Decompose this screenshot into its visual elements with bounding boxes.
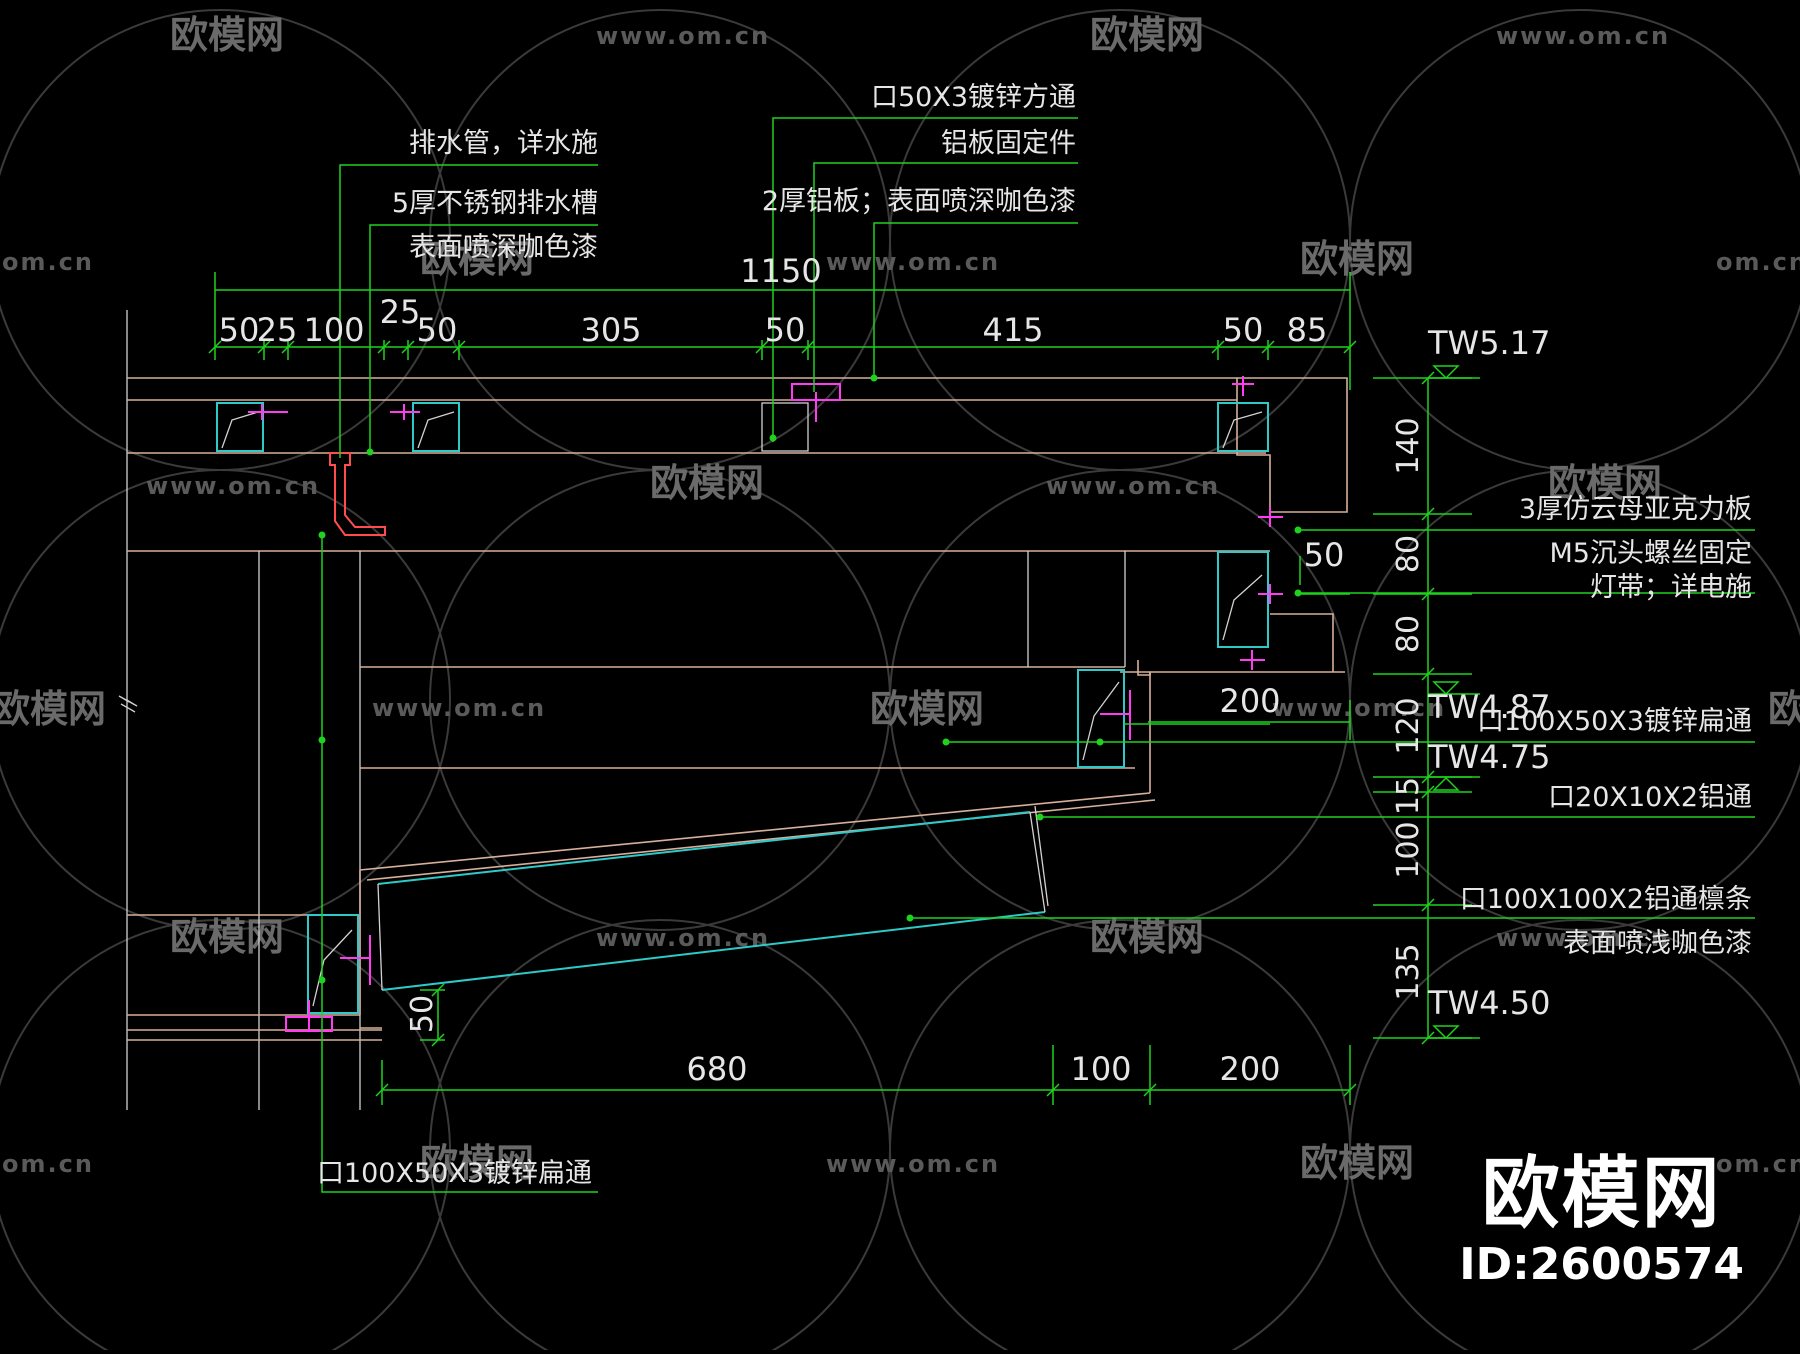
- level-1: TW5.17: [1427, 324, 1550, 362]
- level-texts: TW5.17 TW4.87 TW4.75 TW4.50: [1427, 324, 1550, 1022]
- leader-lines: [321, 117, 1755, 1193]
- watermark-brand: 欧模网: [420, 1141, 534, 1185]
- level-2: TW4.87: [1427, 688, 1550, 726]
- label-galv-flat-bottom: 口100X50X3镀锌扁通: [317, 1158, 592, 1189]
- dim-right-7: 135: [1391, 943, 1426, 1000]
- label-screw: M5沉头螺丝固定: [1550, 538, 1752, 569]
- label-galv-tube-50: 口50X3镀锌方通: [871, 82, 1076, 113]
- dim-right-1: 140: [1391, 417, 1426, 474]
- watermark-url: www.om.cn: [1046, 472, 1220, 500]
- dim-inner-200: 200: [1219, 682, 1280, 720]
- dim-top-3: 100: [303, 311, 364, 349]
- level-markers: [1428, 365, 1480, 1040]
- watermark-brand-partial: 欧模网: [0, 687, 106, 731]
- label-light-strip: 灯带；详电施: [1590, 572, 1752, 603]
- label-al-purlin: 口100X100X2铝通檩条: [1460, 884, 1752, 915]
- level-3: TW4.75: [1427, 738, 1550, 776]
- watermark-brand: 欧模网: [170, 915, 284, 959]
- label-al-panel: 2厚铝板；表面喷深咖色漆: [762, 186, 1076, 217]
- watermark-brand: 欧模网: [420, 237, 534, 281]
- watermark-brand: 欧模网: [870, 687, 984, 731]
- label-drain-pipe: 排水管，详水施: [409, 128, 598, 159]
- watermark-url-partial: om.cn: [2, 1150, 94, 1178]
- dim-top-9: 50: [1223, 311, 1264, 349]
- watermark-url-partial: om.cn: [1716, 248, 1800, 276]
- dim-top-4: 25: [380, 293, 421, 331]
- label-al-fixing: 铝板固定件: [941, 128, 1076, 159]
- watermark-url: www.om.cn: [596, 22, 770, 50]
- dim-bottom-2: 100: [1070, 1050, 1131, 1088]
- top-dimension-texts: 1150 50 25 100 25 50 305 50 415 50 85: [219, 252, 1328, 349]
- watermark-texts: 欧模网 www.om.cn 欧模网 www.om.cn om.cn 欧模网 ww…: [0, 13, 1800, 1185]
- dim-top-10: 85: [1287, 311, 1328, 349]
- dim-right-3: 80: [1391, 615, 1426, 653]
- right-dimension-texts: 140 80 80 120 15 100 135 50: [405, 417, 1426, 1033]
- label-ss-gutter: 5厚不锈钢排水槽: [392, 188, 598, 219]
- watermark-url-partial: om.cn: [2, 248, 94, 276]
- label-al-tube-20: 口20X10X2铝通: [1548, 782, 1752, 813]
- sloped-panel: [377, 805, 1049, 991]
- dim-top-7: 50: [765, 311, 806, 349]
- annotation-labels: 排水管，详水施 5厚不锈钢排水槽 表面喷深咖色漆 口50X3镀锌方通 铝板固定件…: [317, 82, 1752, 1189]
- bottom-dimension-texts: 680 100 200: [686, 1050, 1280, 1088]
- dim-right-2: 80: [1391, 535, 1426, 573]
- dim-bottom-1: 680: [686, 1050, 747, 1088]
- watermark-brand: 欧模网: [650, 461, 764, 505]
- watermark-id: ID:2600574: [1459, 1239, 1744, 1290]
- watermark-url: www.om.cn: [1272, 694, 1446, 722]
- watermark-brand: 欧模网: [170, 13, 284, 57]
- inner-dimension-texts: 50 200: [1219, 536, 1344, 720]
- watermark-url: www.om.cn: [372, 694, 546, 722]
- level-4: TW4.50: [1427, 984, 1550, 1022]
- watermark-brand: 欧模网: [1090, 915, 1204, 959]
- dim-top-5: 50: [417, 311, 458, 349]
- watermark-url: www.om.cn: [826, 248, 1000, 276]
- dim-left-50: 50: [405, 995, 440, 1033]
- left-wall: [118, 310, 138, 1110]
- top-dimension-lines: [208, 272, 1357, 390]
- dim-top-8: 415: [982, 311, 1043, 349]
- dim-top-total: 1150: [740, 252, 821, 290]
- dim-bottom-3: 200: [1219, 1050, 1280, 1088]
- bottom-dimension-lines: [375, 983, 1357, 1105]
- dim-right-6: 100: [1391, 821, 1426, 878]
- watermark-brand: 欧模网: [1300, 237, 1414, 281]
- drain-pipe: [329, 452, 386, 536]
- watermark-brand: 欧模网: [1548, 461, 1662, 505]
- watermark-badge: 欧模网 ID:2600574: [1459, 1155, 1744, 1290]
- watermark-url: www.om.cn: [1496, 924, 1670, 952]
- watermark-brand: 欧模网: [1090, 13, 1204, 57]
- watermark-brand-partial: 欧模网: [1768, 687, 1800, 731]
- label-galv-flat-right: 口100X50X3镀锌扁通: [1477, 706, 1752, 737]
- watermark-url: www.om.cn: [826, 1150, 1000, 1178]
- dim-top-1: 50: [219, 311, 260, 349]
- watermark-logo: 欧模网: [1481, 1149, 1722, 1239]
- dim-inner-50: 50: [1304, 536, 1345, 574]
- tube-sections: [216, 402, 1269, 1014]
- fixings: [248, 376, 1283, 1032]
- dim-right-4: 120: [1391, 697, 1426, 754]
- watermark-brand: 欧模网: [1300, 1141, 1414, 1185]
- label-acrylic: 3厚仿云母亚克力板: [1519, 494, 1752, 525]
- dim-top-2: 25: [257, 311, 298, 349]
- leader-dots: [318, 374, 1302, 984]
- watermark-url: www.om.cn: [1496, 22, 1670, 50]
- dim-right-5: 15: [1391, 777, 1426, 815]
- watermark-url: www.om.cn: [146, 472, 320, 500]
- dim-top-6: 305: [580, 311, 641, 349]
- watermark-url-partial: om.cn: [1716, 1150, 1800, 1178]
- label-gutter-finish: 表面喷深咖色漆: [409, 232, 598, 263]
- label-purlin-finish: 表面喷浅咖色漆: [1563, 928, 1752, 959]
